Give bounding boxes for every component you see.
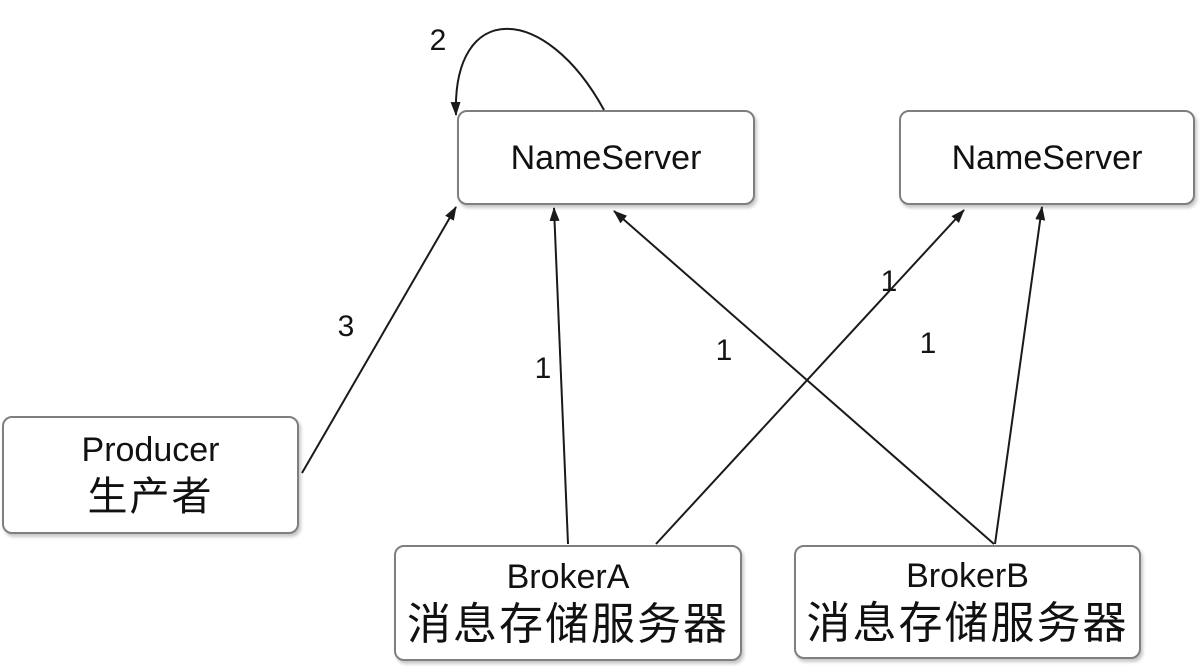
node-title: BrokerA <box>506 558 630 596</box>
node-subtitle: 生产者 <box>87 475 214 519</box>
node-subtitle: 消息存储服务器 <box>806 599 1129 648</box>
node-nameserver-1: NameServer <box>457 110 755 205</box>
node-subtitle: 消息存储服务器 <box>407 600 729 649</box>
edge-label-producer-to-nameserver1: 3 <box>337 310 355 343</box>
node-producer: Producer 生产者 <box>2 416 299 534</box>
arrow-brokerb-to-nameserver2 <box>994 206 1046 545</box>
edge-label-brokerb-to-nameserver2: 1 <box>919 327 937 360</box>
edge-label-brokerb-to-nameserver1: 1 <box>715 334 733 367</box>
edge-label-nameserver1-self-loop: 2 <box>429 24 447 57</box>
node-nameserver-2: NameServer <box>899 110 1195 205</box>
node-title: BrokerB <box>906 557 1029 595</box>
node-title: Producer <box>81 431 220 469</box>
node-title: NameServer <box>510 138 702 177</box>
edge-label-brokera-to-nameserver1: 1 <box>534 352 552 385</box>
arrow-nameserver1-self-loop <box>450 28 605 116</box>
node-title: NameServer <box>951 138 1143 177</box>
arrow-brokera-to-nameserver1 <box>549 207 569 545</box>
node-broker-b: BrokerB 消息存储服务器 <box>794 545 1141 659</box>
edge-label-brokera-to-nameserver2: 1 <box>880 265 898 298</box>
arrow-producer-to-nameserver1 <box>301 206 457 474</box>
arrow-brokerb-to-nameserver1 <box>613 210 995 545</box>
node-broker-a: BrokerA 消息存储服务器 <box>394 545 742 661</box>
arrow-brokera-to-nameserver2 <box>655 209 965 545</box>
